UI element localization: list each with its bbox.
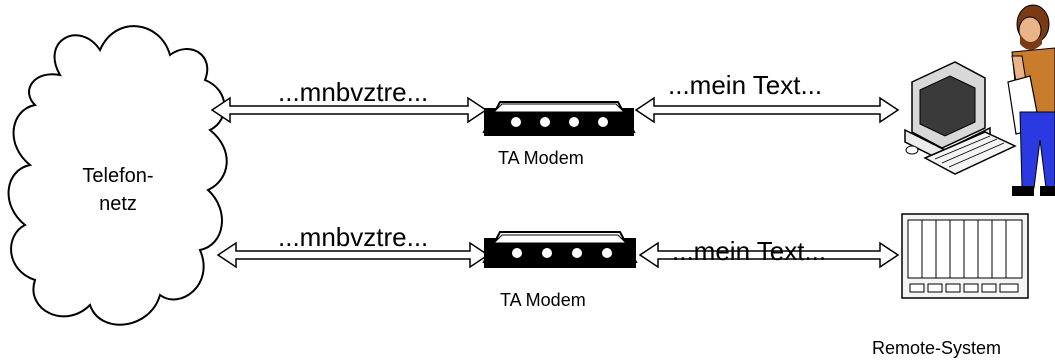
modem-led — [572, 248, 582, 258]
plain-text-label-2: ...mein Text... — [672, 236, 827, 266]
modem-led — [512, 248, 522, 258]
telephone-network-cloud — [7, 25, 228, 326]
modem-device-2 — [482, 231, 638, 268]
modem-led — [602, 248, 612, 258]
cloud-label: Telefon- netz — [58, 162, 178, 218]
modem-device-1 — [482, 101, 636, 136]
modem-led — [542, 248, 552, 258]
cloud-label-line1: Telefon- — [82, 165, 154, 187]
remote-system-server-icon — [901, 213, 1029, 299]
modem-led — [511, 117, 521, 127]
computer-workstation-icon — [904, 61, 1017, 175]
arrow-modem-to-computer-1 — [634, 96, 900, 124]
modem-label-2: TA Modem — [500, 290, 586, 310]
modem-label-1: TA Modem — [498, 148, 584, 168]
person-user-icon — [1007, 4, 1055, 196]
modem-led — [598, 117, 608, 127]
modem-led — [540, 117, 550, 127]
encoded-text-label-2: ...mnbvztre... — [278, 222, 429, 252]
cloud-label-line2: netz — [99, 193, 137, 215]
remote-system-label: Remote-System — [872, 338, 1002, 358]
plain-text-label-1: ...mein Text... — [668, 70, 823, 100]
encoded-text-label-1: ...mnbvztre... — [278, 77, 429, 107]
modem-led — [569, 117, 579, 127]
arrow-modem-to-remote-2 — [638, 241, 900, 269]
